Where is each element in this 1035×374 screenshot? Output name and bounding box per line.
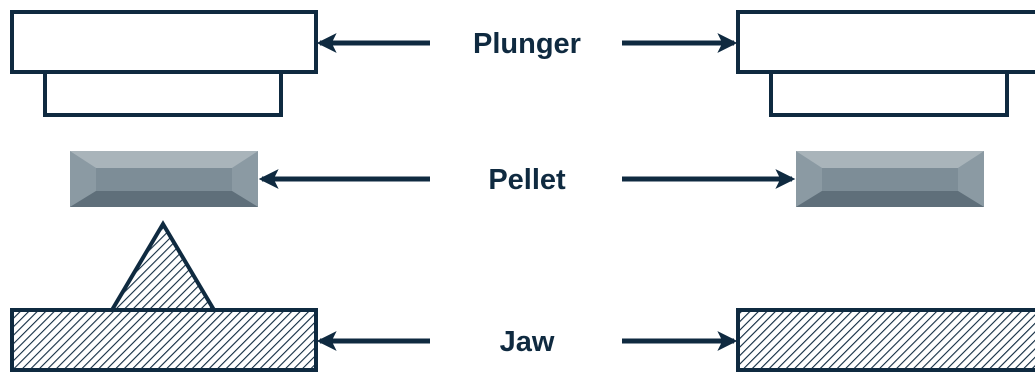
left-plunger (10, 10, 318, 117)
pellet-label: Pellet (488, 164, 566, 196)
right-plunger (736, 10, 1035, 117)
left-wedge (108, 220, 218, 312)
jaw-label: Jaw (500, 326, 555, 358)
left-pellet (70, 151, 258, 207)
left-jaw (10, 308, 318, 372)
right-jaw (736, 308, 1035, 372)
right-pellet (796, 151, 984, 207)
plunger-label: Plunger (473, 28, 581, 60)
